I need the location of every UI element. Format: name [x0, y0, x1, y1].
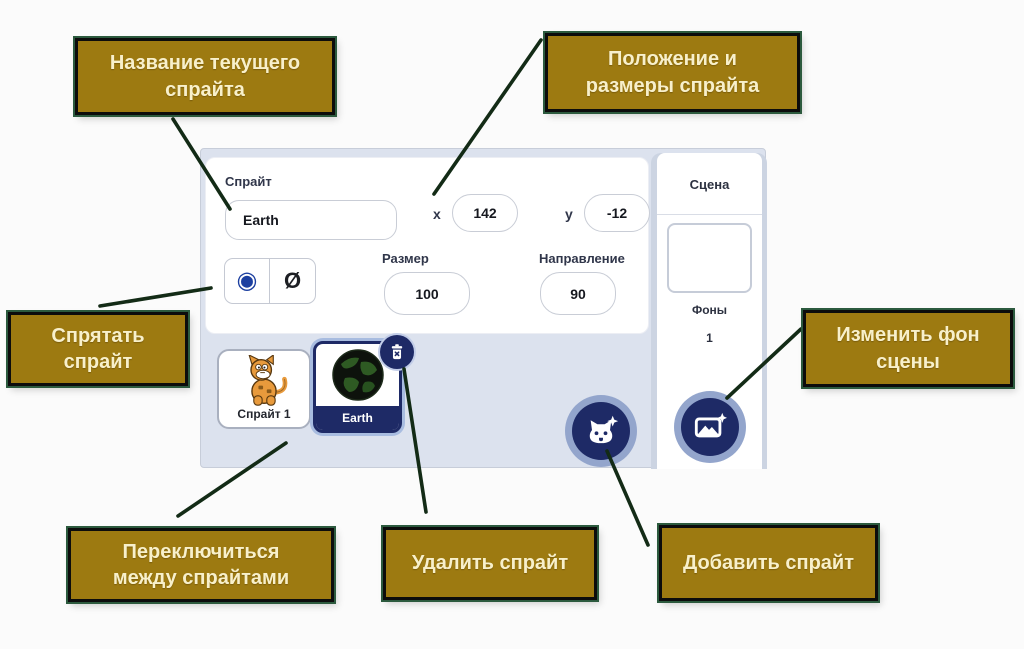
- sprite-info-panel: Спрайт Earth x 142 y -12 ◉ Ø Размер 100 …: [205, 157, 650, 334]
- callout-switch-between-sprites: Переключиться между спрайтами: [68, 528, 334, 602]
- size-input[interactable]: 100: [384, 272, 470, 315]
- sprite-label: Спрайт: [225, 174, 272, 189]
- callout-current-sprite-name: Название текущего спрайта: [75, 38, 335, 115]
- earth-globe-thumbnail: [331, 349, 384, 401]
- sprite-name-input[interactable]: Earth: [225, 200, 397, 240]
- y-position-input[interactable]: -12: [584, 194, 650, 232]
- connector-line-hide-sprite: [98, 286, 213, 308]
- callout-delete-sprite: Удалить спрайт: [383, 527, 597, 600]
- direction-input[interactable]: 90: [540, 272, 616, 315]
- size-label: Размер: [382, 251, 429, 266]
- picture-plus-icon: [694, 412, 727, 438]
- add-sprite-button-core: [572, 402, 630, 460]
- callout-position-and-size: Положение и размеры спрайта: [545, 33, 800, 112]
- stage-separator: [657, 214, 762, 215]
- callout-hide-sprite: Спрятать спрайт: [8, 312, 188, 386]
- callout-change-stage-backdrop: Изменить фон сцены: [803, 310, 1013, 387]
- y-label: y: [565, 206, 573, 222]
- add-backdrop-button-core: [681, 398, 739, 456]
- backdrops-count: 1: [706, 331, 713, 345]
- callout-add-sprite: Добавить спрайт: [659, 525, 878, 601]
- x-position-input[interactable]: 142: [452, 194, 518, 232]
- earth-thumb-area: [316, 344, 399, 406]
- stage-thumbnail[interactable]: [667, 223, 752, 293]
- x-label: x: [433, 206, 441, 222]
- scratch-cat-thumbnail: [248, 355, 288, 406]
- eye-visible-icon: ◉: [236, 267, 258, 294]
- scratch-sprite-pane: Спрайт Earth x 142 y -12 ◉ Ø Размер 100 …: [200, 148, 767, 469]
- delete-sprite-badge[interactable]: [380, 335, 414, 369]
- direction-label: Направление: [539, 251, 625, 266]
- stage-title: Сцена: [689, 177, 730, 192]
- sprite-tile-cat[interactable]: Спрайт 1: [217, 349, 311, 429]
- sprite-tile-earth-label: Earth: [316, 406, 399, 430]
- stage-panel: Сцена Фоны 1: [657, 153, 762, 469]
- cat-face-plus-icon: [589, 415, 619, 444]
- visibility-toggle-group: ◉ Ø: [224, 258, 316, 304]
- stage-column: Сцена Фоны 1: [651, 153, 767, 469]
- trash-icon: [391, 344, 403, 360]
- hide-sprite-button[interactable]: Ø: [270, 258, 316, 304]
- backdrops-label: Фоны: [691, 303, 728, 317]
- eye-crossed-icon: Ø: [283, 268, 302, 293]
- show-sprite-button[interactable]: ◉: [224, 258, 270, 304]
- add-sprite-button[interactable]: [565, 395, 637, 467]
- add-backdrop-button[interactable]: [674, 391, 746, 463]
- sprite-tile-cat-label: Спрайт 1: [237, 407, 291, 421]
